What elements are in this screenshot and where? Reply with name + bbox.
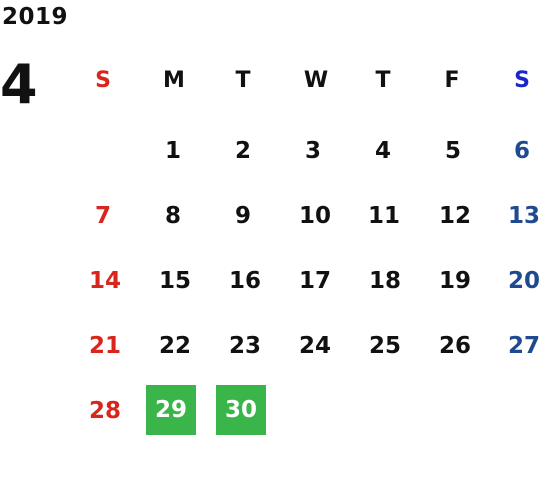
day-cell[interactable]: 24 xyxy=(298,332,331,359)
day-cell[interactable]: 8 xyxy=(164,202,181,229)
day-cell[interactable]: 26 xyxy=(438,332,471,359)
day-cell-saturday[interactable]: 13 xyxy=(507,202,540,229)
day-cell[interactable]: 15 xyxy=(158,267,191,294)
day-cell[interactable]: 12 xyxy=(438,202,471,229)
weekday-sat: S xyxy=(514,68,530,93)
day-cell[interactable]: 25 xyxy=(368,332,401,359)
day-cell-sunday[interactable]: 14 xyxy=(88,267,121,294)
day-cell-saturday[interactable]: 6 xyxy=(513,137,530,164)
day-cell[interactable]: 10 xyxy=(298,202,331,229)
weekday-thu: T xyxy=(375,68,391,93)
day-cell[interactable]: 2 xyxy=(234,137,251,164)
day-cell[interactable]: 23 xyxy=(228,332,261,359)
day-cell[interactable]: 4 xyxy=(374,137,391,164)
day-cell[interactable]: 16 xyxy=(228,267,261,294)
weekday-mon: M xyxy=(163,68,185,93)
day-cell[interactable]: 3 xyxy=(304,137,321,164)
day-cell[interactable]: 1 xyxy=(164,137,181,164)
day-cell[interactable]: 9 xyxy=(234,202,251,229)
weekday-sun: S xyxy=(95,68,111,93)
day-cell-sunday[interactable]: 28 xyxy=(88,397,121,424)
day-cell[interactable]: 18 xyxy=(368,267,401,294)
weekday-fri: F xyxy=(444,68,460,93)
day-cell[interactable]: 11 xyxy=(367,202,400,229)
month-number: 4 xyxy=(0,53,38,116)
weekday-tue: T xyxy=(235,68,251,93)
weekday-wed: W xyxy=(303,68,329,93)
day-cell-sunday[interactable]: 7 xyxy=(94,202,111,229)
day-cell[interactable]: 19 xyxy=(438,267,471,294)
day-cell-highlighted[interactable]: 30 xyxy=(216,385,266,435)
day-cell[interactable]: 5 xyxy=(444,137,461,164)
day-cell[interactable]: 17 xyxy=(298,267,331,294)
day-cell-saturday[interactable]: 20 xyxy=(507,267,540,294)
day-cell-sunday[interactable]: 21 xyxy=(88,332,121,359)
year-label: 2019 xyxy=(2,4,69,30)
day-cell[interactable]: 22 xyxy=(158,332,191,359)
day-cell-highlighted[interactable]: 29 xyxy=(146,385,196,435)
day-cell-saturday[interactable]: 27 xyxy=(507,332,540,359)
